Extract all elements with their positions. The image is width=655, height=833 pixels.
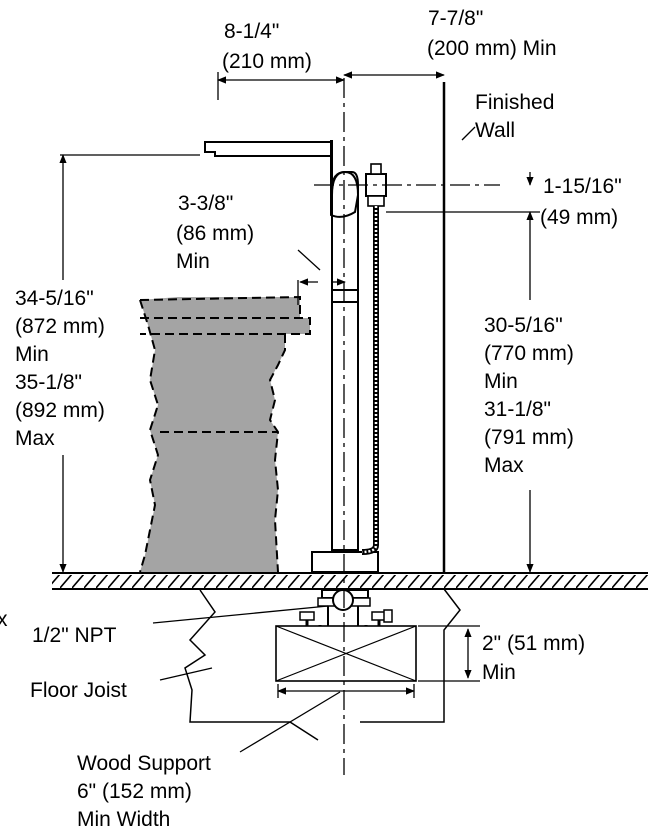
spout-reach-label: 8-1/4" [224,20,279,43]
wood-support-label: Wood Support [77,752,211,775]
spout-height-min-word: Min [15,343,49,366]
hose-height-min-word: Min [484,370,518,393]
floor-joist-label: Floor Joist [30,679,127,702]
hose-height-max-label: 31-1/8" [484,398,551,421]
tub-gap-min-label: Min [176,250,210,273]
tub-gap-mm-label: (86 mm) [176,222,254,245]
tub-gap-label: 3-3/8" [178,192,233,215]
dimension-lines [59,71,540,753]
spout-height-max-word: Max [15,427,55,450]
spout-height-max-mm-label: (892 mm) [15,399,105,422]
wall-distance-mm-label: (200 mm) Min [427,37,557,60]
hose-height-min-label: 30-5/16" [484,314,563,337]
floor-joist [184,588,461,741]
wall-label: Wall [475,119,515,142]
faucet [204,140,387,573]
support-depth-min-label: Min [482,661,516,684]
spout-height-max-label: 35-1/8" [15,371,82,394]
support-depth-label: 2" (51 mm) [482,632,585,655]
handle-offset-label: 1-15/16" [543,175,622,198]
wood-support [275,625,417,682]
wood-support-min-width-label: Min Width [77,808,170,831]
wood-support-width-label: 6" (152 mm) [77,780,192,803]
hose-height-max-word: Max [484,454,524,477]
hose-height-min-mm-label: (770 mm) [484,342,574,365]
handle-offset-mm-label: (49 mm) [540,206,618,229]
floor [52,572,648,590]
finished-label: Finished [475,91,554,114]
npt-label: 1/2" NPT [32,624,117,647]
hose-height-max-mm-label: (791 mm) [484,426,574,449]
spout-height-min-mm-label: (872 mm) [15,315,105,338]
edge-mark: x [0,608,8,631]
wall-distance-label: 7-7/8" [428,7,483,30]
spout-reach-mm-label: (210 mm) [222,50,312,73]
spout-height-min-label: 34-5/16" [15,287,94,310]
tub [139,295,311,573]
